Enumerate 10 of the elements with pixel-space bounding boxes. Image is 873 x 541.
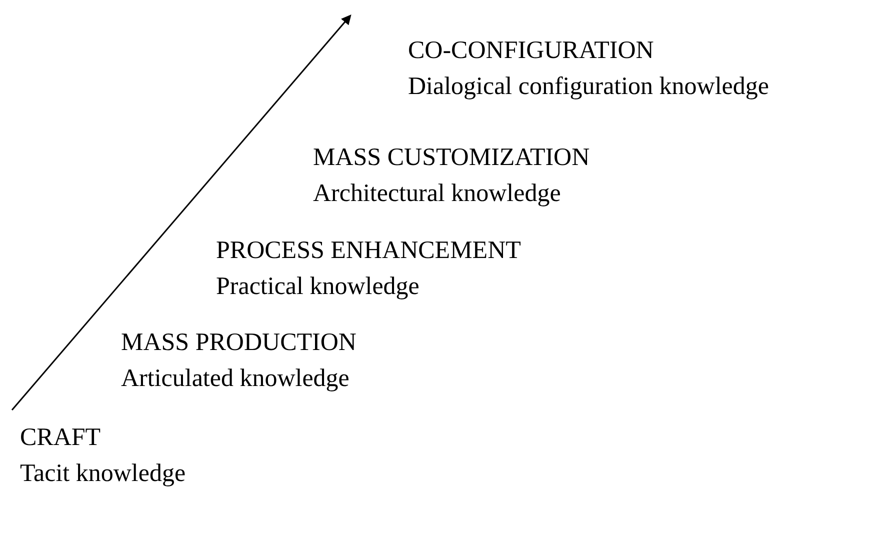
stage-title: MASS PRODUCTION (121, 328, 356, 358)
stage-title: PROCESS ENHANCEMENT (216, 236, 521, 266)
knowledge-type: Tacit knowledge (20, 459, 186, 489)
stage-title: CRAFT (20, 423, 101, 453)
knowledge-type: Dialogical configuration knowledge (408, 72, 769, 102)
knowledge-type: Architectural knowledge (313, 179, 561, 209)
knowledge-type: Practical knowledge (216, 272, 420, 302)
stage-title: CO-CONFIGURATION (408, 36, 654, 66)
stage-title: MASS CUSTOMIZATION (313, 143, 590, 173)
knowledge-type: Articulated knowledge (121, 364, 350, 394)
